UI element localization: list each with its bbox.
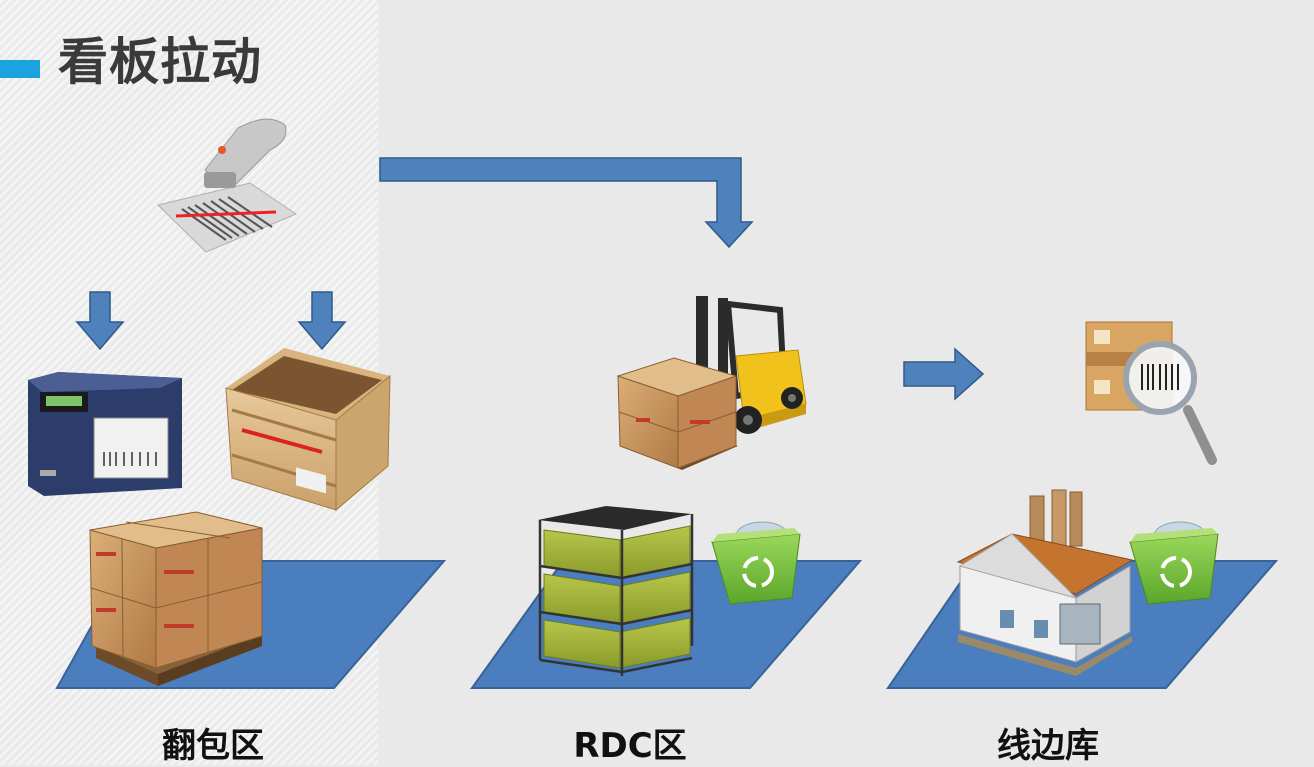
barcode-magnifier-icon <box>1085 321 1217 465</box>
recycle-bin-icon <box>711 521 801 605</box>
arrow-down-to-crate <box>297 291 347 351</box>
zone-label-repack: 翻包区 <box>162 726 264 766</box>
label-printer-icon <box>28 372 182 496</box>
warehouse-building-icon <box>956 489 1134 676</box>
arrow-rdc-to-line <box>903 347 985 401</box>
zone-label-line: 线边库 <box>997 726 1099 766</box>
zone-label-rdc: RDC区 <box>573 726 687 766</box>
arrow-down-to-printer <box>75 291 125 351</box>
page-title: 看板拉动 <box>58 33 262 91</box>
pallet-boxes-icon <box>89 511 263 686</box>
forklift-icon <box>616 296 807 470</box>
wooden-crate-icon <box>225 348 391 512</box>
arrow-scanner-to-rdc <box>379 157 754 249</box>
barcode-scanner-icon <box>157 118 298 253</box>
recycle-bin-icon-line <box>1129 521 1219 605</box>
storage-rack-icon <box>538 506 694 676</box>
title-accent-bar <box>0 60 40 78</box>
